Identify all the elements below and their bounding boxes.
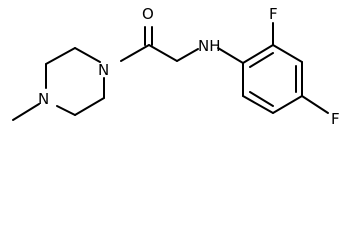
molecule-diagram: O NH F F N N <box>12 5 340 128</box>
bond-carbonyl-to-ch2 <box>148 44 178 62</box>
fluorine-ortho-label: F <box>269 5 278 23</box>
fluorine-para-label: F <box>331 110 340 128</box>
bond-ring-1 <box>242 44 274 64</box>
bond-pip-5 <box>74 97 105 116</box>
piperazine-n-amide-label: N <box>98 61 109 79</box>
bond-carbonyl-to-n <box>120 44 150 62</box>
bond-ring-2 <box>272 44 303 63</box>
bond-ring-1-inner <box>249 52 274 68</box>
carbonyl-oxygen-label: O <box>142 5 154 23</box>
bond-ring-5-inner <box>249 91 274 107</box>
piperazine-n-methyl-label: N <box>38 90 49 108</box>
bond-ring-4 <box>272 95 303 114</box>
amine-nitrogen-label: NH <box>198 37 221 55</box>
structure-svg: O NH F F N N <box>12 5 340 128</box>
bond-ch2-to-nh <box>176 48 199 62</box>
atom-labels: O NH F F N N <box>38 5 340 128</box>
bond-ring-to-f-para <box>301 95 329 114</box>
bonds <box>12 22 329 121</box>
bond-pip-2 <box>45 47 76 65</box>
bond-pip-4 <box>56 105 76 116</box>
bond-n-methyl <box>12 103 40 121</box>
bond-nh-to-ring <box>217 47 244 64</box>
bond-ring-5 <box>242 95 274 114</box>
bond-pip-1 <box>74 47 101 63</box>
